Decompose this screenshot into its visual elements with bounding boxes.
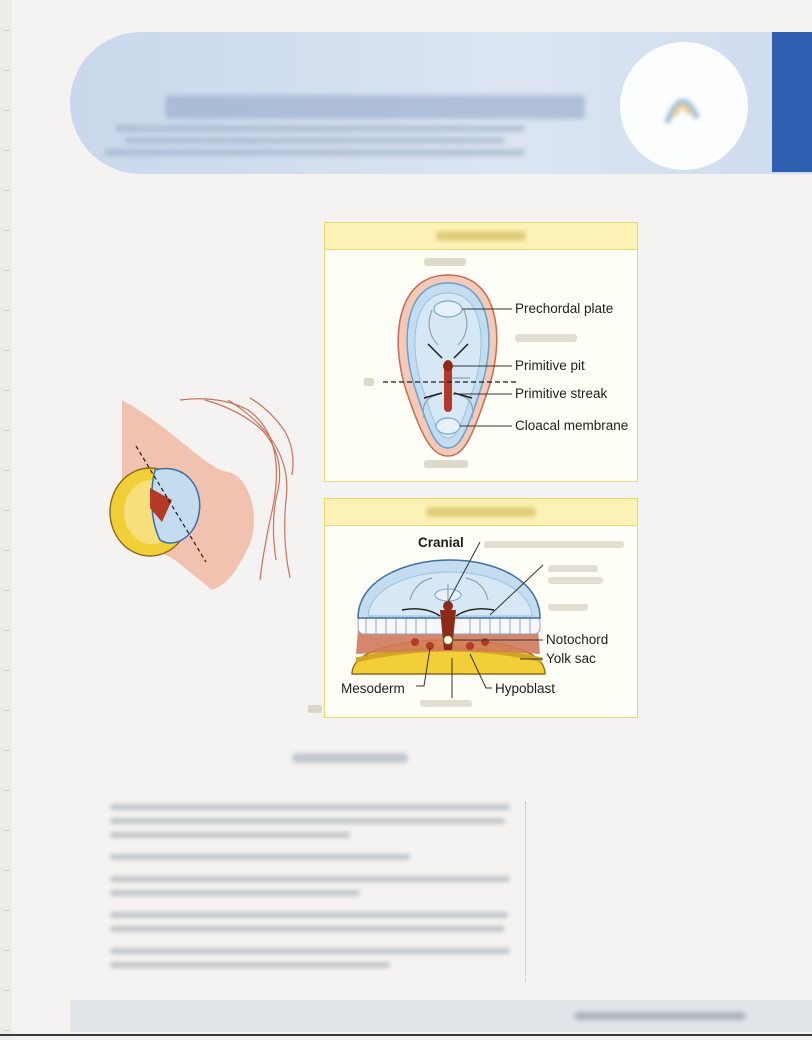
chapter-header-text-blurred: [105, 95, 605, 156]
label-notochord: Notochord: [546, 632, 609, 647]
column-divider: [525, 802, 526, 982]
footer-text-blurred: [575, 1012, 745, 1020]
label-prechordal-plate: Prechordal plate: [515, 301, 614, 316]
dorsal-panel-header: [325, 223, 637, 250]
chapter-tab: [772, 32, 812, 172]
label-mesoderm: Mesoderm: [341, 681, 405, 696]
label-primitive-streak: Primitive streak: [515, 386, 608, 401]
dorsal-view-panel: [324, 222, 638, 482]
binding-margin: [4, 0, 10, 1040]
footer-rule: [0, 1034, 812, 1036]
label-yolk-sac: Yolk sac: [546, 651, 596, 666]
figure-caption-blurred: [292, 753, 408, 763]
body-text-blurred: [110, 802, 520, 982]
emblem-icon: [664, 98, 700, 125]
label-primitive-pit: Primitive pit: [515, 358, 585, 373]
label-hypoblast: Hypoblast: [495, 681, 556, 696]
cross-section-panel-header: [325, 499, 637, 526]
label-cloacal-membrane: Cloacal membrane: [515, 418, 629, 433]
label-cranial: Cranial: [418, 535, 464, 550]
